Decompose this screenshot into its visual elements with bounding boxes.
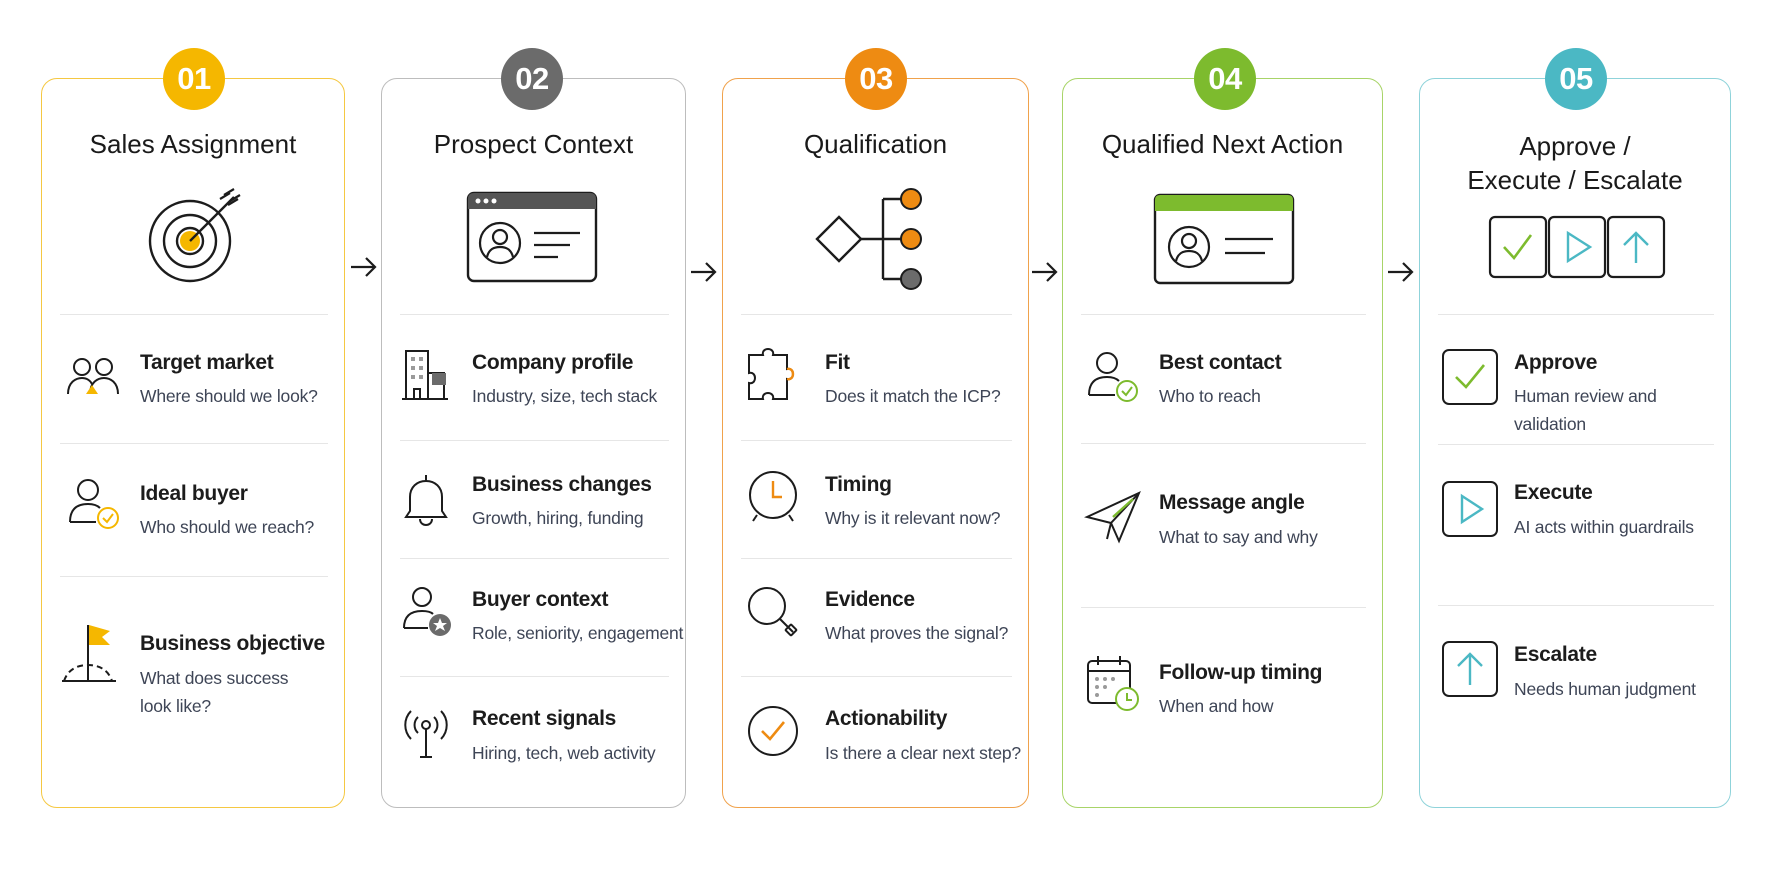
item-label: Escalate: [1514, 643, 1597, 666]
calendar-clock-icon: [1087, 656, 1139, 711]
item-label: Business objective: [140, 632, 325, 655]
divider: [1438, 314, 1714, 315]
step-number-badge: 03: [845, 48, 907, 110]
building-icon: [402, 350, 448, 400]
arrow-right-icon: [351, 257, 377, 277]
divider: [1438, 605, 1714, 606]
step-card-4: Qualified Next Action Best contact Who t…: [1062, 78, 1383, 808]
item-label: Execute: [1514, 481, 1593, 504]
contact-card-window-icon: [1153, 193, 1295, 285]
step-title: Prospect Context: [433, 129, 634, 159]
divider: [1438, 444, 1714, 445]
divider: [1081, 443, 1366, 444]
item-subtitle: What proves the signal?: [825, 623, 1009, 643]
arrow-right-icon: [691, 262, 717, 282]
profile-window-icon: [466, 191, 598, 283]
check-box-icon: [1442, 349, 1498, 405]
divider: [741, 676, 1012, 677]
step-number-badge: 01: [163, 48, 225, 110]
divider: [400, 440, 669, 441]
step-title: Qualification: [803, 129, 948, 159]
divider: [741, 440, 1012, 441]
divider: [400, 558, 669, 559]
step-title: Sales Assignment: [89, 129, 297, 159]
step-number-badge: 02: [501, 48, 563, 110]
item-subtitle: Is there a clear next step?: [825, 743, 1021, 763]
divider: [741, 314, 1012, 315]
arrow-right-icon: [1388, 262, 1414, 282]
paper-plane-icon: [1084, 491, 1141, 544]
item-subtitle: Who to reach: [1159, 386, 1261, 406]
divider: [60, 314, 328, 315]
bell-icon: [404, 475, 448, 527]
divider: [400, 676, 669, 677]
puzzle-icon: [748, 348, 795, 400]
decision-tree-icon: [815, 188, 922, 290]
item-subtitle: AI acts within guardrails: [1514, 517, 1694, 537]
check-circle-icon: [748, 706, 798, 756]
item-subtitle: When and how: [1159, 696, 1274, 716]
divider: [60, 576, 328, 577]
divider: [741, 558, 1012, 559]
check-play-up-icon: [1488, 215, 1666, 279]
item-subtitle: Growth, hiring, funding: [472, 508, 644, 528]
arrow-right-icon: [1032, 262, 1058, 282]
item-label: Evidence: [825, 588, 915, 611]
step-title: Approve / Execute / Escalate: [1467, 131, 1683, 195]
step-card-1: Sales Assignment Target market Where sho…: [41, 78, 345, 808]
item-label: Message angle: [1159, 491, 1305, 514]
item-label: Ideal buyer: [140, 482, 248, 505]
item-label: Actionability: [825, 707, 948, 730]
item-label: Recent signals: [472, 707, 617, 730]
item-label: Business changes: [472, 473, 652, 496]
item-subtitle: Who should we reach?: [140, 517, 315, 537]
step-card-5: Approve / Execute / Escalate Approve Hum…: [1419, 78, 1731, 808]
item-subtitle: Role, seniority, engagement: [472, 623, 684, 643]
step-title: Qualified Next Action: [1101, 129, 1344, 159]
step-card-2: Prospect Context Company profile Industr…: [381, 78, 686, 808]
item-subtitle: Needs human judgment: [1514, 679, 1696, 699]
item-subtitle: Why is it relevant now?: [825, 508, 1001, 528]
item-label: Best contact: [1159, 351, 1282, 374]
signal-antenna-icon: [404, 710, 448, 758]
divider: [1081, 607, 1366, 608]
item-label: Approve: [1514, 351, 1598, 374]
play-box-icon: [1442, 481, 1498, 537]
item-label: Company profile: [472, 351, 634, 374]
person-check-icon: [1088, 352, 1138, 402]
people-icon: [67, 358, 119, 395]
divider: [1081, 314, 1366, 315]
person-star-icon: [403, 587, 451, 636]
magnifier-icon: [748, 587, 798, 637]
item-subtitle: Industry, size, tech stack: [472, 386, 658, 406]
item-subtitle: Human review and validation: [1514, 386, 1657, 434]
step-card-3: Qualification Fit Does it match the ICP?…: [722, 78, 1029, 808]
item-subtitle: Does it match the ICP?: [825, 386, 1001, 406]
step-number-badge: 05: [1545, 48, 1607, 110]
item-subtitle: What does success look like?: [140, 668, 289, 716]
divider: [60, 443, 328, 444]
alarm-clock-icon: [749, 471, 797, 522]
divider: [400, 314, 669, 315]
flag-icon: [62, 625, 116, 682]
item-label: Follow-up timing: [1159, 661, 1323, 684]
item-subtitle: Where should we look?: [140, 386, 318, 406]
target-arrow-icon: [148, 188, 241, 283]
up-arrow-box-icon: [1442, 641, 1498, 697]
step-number-badge: 04: [1194, 48, 1256, 110]
item-subtitle: What to say and why: [1159, 527, 1318, 547]
item-label: Target market: [140, 351, 274, 374]
item-subtitle: Hiring, tech, web activity: [472, 743, 656, 763]
item-label: Timing: [825, 473, 892, 496]
item-label: Buyer context: [472, 588, 609, 611]
item-label: Fit: [825, 351, 850, 374]
person-check-icon: [69, 479, 119, 529]
